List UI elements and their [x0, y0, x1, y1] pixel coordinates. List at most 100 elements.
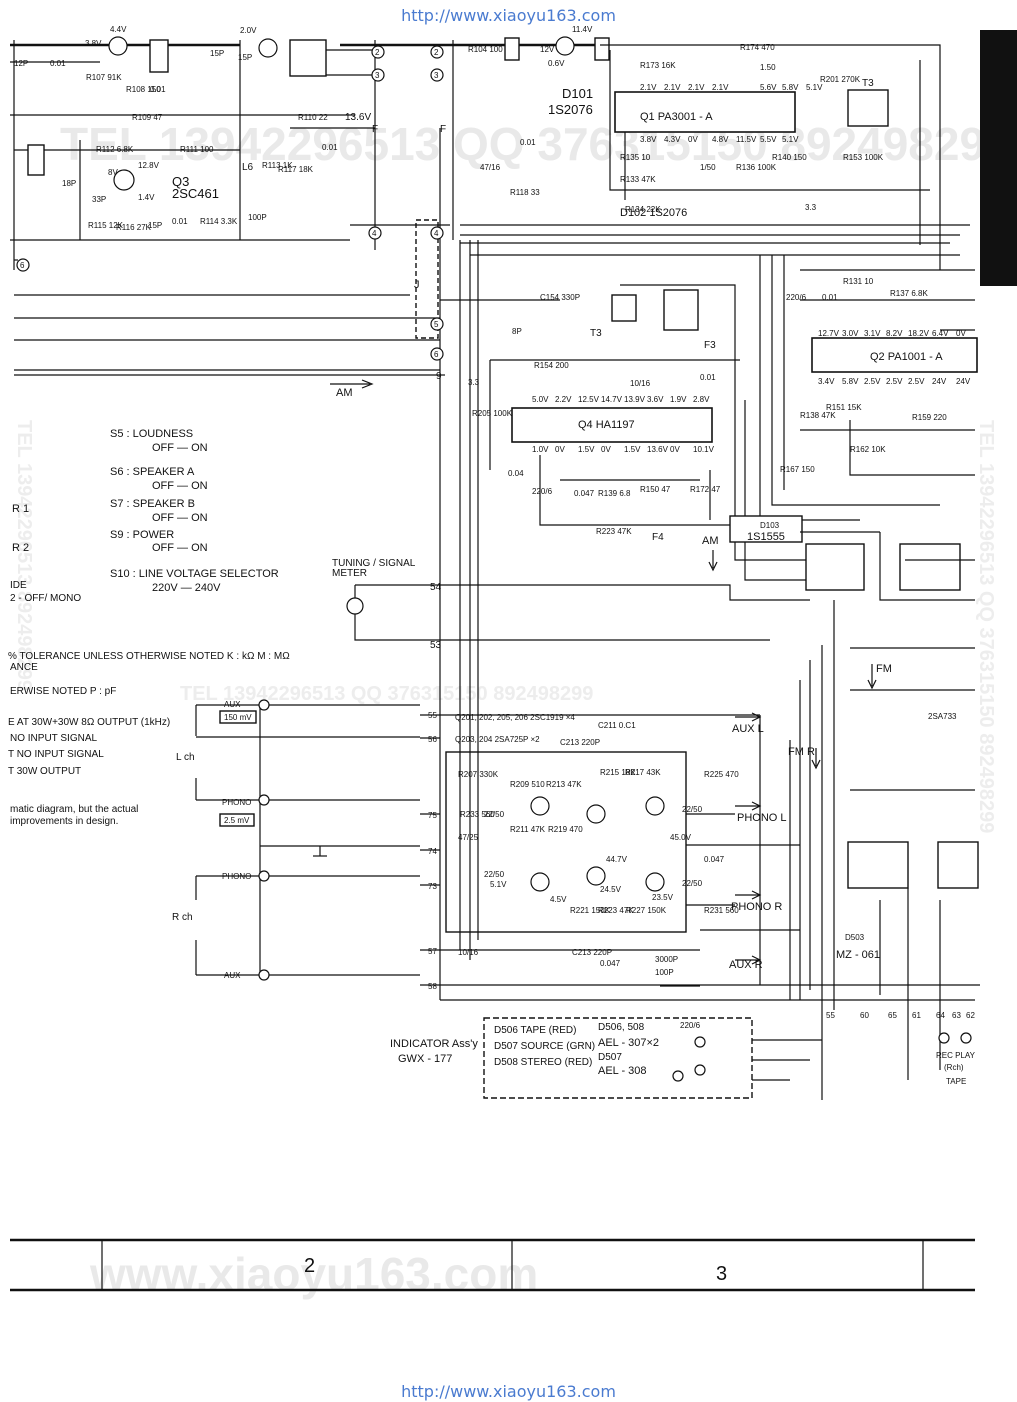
- res-value: R108 150: [126, 85, 161, 94]
- indicator-assembly: INDICATOR Ass'y GWX - 177 D506 TAPE (RED…: [390, 1017, 822, 1099]
- header-url: http://www.xiaoyu163.com: [401, 6, 616, 25]
- res-value: R162 10K: [850, 445, 886, 454]
- mz061-label: MZ - 061: [836, 949, 880, 961]
- cap-value: 0.047: [600, 959, 621, 968]
- res-value: R227 150K: [626, 906, 667, 915]
- jack-phono-bottom-label: PHONO: [222, 872, 251, 881]
- voltage-label: 1.5V: [624, 445, 641, 454]
- res-value: R159 220: [912, 413, 947, 422]
- j-label: J: [414, 279, 420, 291]
- voltage-label: 8.2V: [886, 329, 903, 338]
- ael307-label: AEL - 307×2: [598, 1037, 659, 1049]
- note-r2: R 2: [12, 542, 29, 554]
- q4-ic: Q4 HA1197 5.0V 2.2V 12.5V 14.7V 13.9V 3.…: [440, 284, 810, 581]
- cap-value: 0.04: [508, 469, 524, 478]
- voltage-label: 2.5V: [908, 377, 925, 386]
- cap-value: 220/6: [786, 293, 807, 302]
- res-value: R205 100K: [472, 409, 513, 418]
- voltage-label: 0.6V: [548, 59, 565, 68]
- c213-label: C213 220P: [560, 738, 600, 747]
- cap-value: 1.50: [760, 63, 776, 72]
- cap-value: 47/25: [458, 833, 479, 842]
- note-ide: IDE: [10, 580, 27, 591]
- terminal-9: 9: [436, 371, 442, 382]
- note-ance: ANCE: [10, 662, 38, 673]
- voltage-label: 12V: [540, 45, 555, 54]
- res-value: R201 270K: [820, 75, 861, 84]
- d103-label: D103: [760, 521, 780, 530]
- terminal-60: 60: [860, 1011, 869, 1020]
- voltage-label: 3.0V: [842, 329, 859, 338]
- voltage-label: 24V: [956, 377, 971, 386]
- res-value: R174 470: [740, 43, 775, 52]
- note-output: E AT 30W+30W 8Ω OUTPUT (1kHz): [8, 717, 170, 728]
- res-value: R113 1K: [262, 161, 293, 170]
- switch-s10-state: 220V — 240V: [152, 582, 221, 594]
- cap-value: 15P: [210, 49, 224, 58]
- fm-r-label: FM R: [788, 746, 815, 758]
- note-r1: R 1: [12, 503, 29, 515]
- q1-ic: Q1 PA3001 - A 2.1V 2.1V 2.1V 2.1V 5.6V 5…: [600, 43, 941, 270]
- res-value: R115 12K: [88, 221, 124, 230]
- res-value: R151 15K: [826, 403, 862, 412]
- jack-aux-bottom-label: AUX: [224, 971, 241, 980]
- voltage-label: 13.6V: [647, 445, 669, 454]
- d101-part: 1S2076: [548, 102, 593, 117]
- voltage-label: 5.8V: [842, 377, 859, 386]
- cap-value: 22/50: [682, 805, 703, 814]
- res-value: R219 470: [548, 825, 583, 834]
- terminal-54: 54: [430, 582, 442, 593]
- voltage-label: 5.5V: [760, 135, 777, 144]
- terminal-56: 56: [428, 735, 437, 744]
- t3-label: T3: [862, 78, 874, 89]
- cap-value: 22/50: [484, 810, 505, 819]
- switch-s7-label: S7 : SPEAKER B: [110, 498, 195, 510]
- voltage-label: 2.2V: [555, 395, 572, 404]
- switch-s9-state: OFF — ON: [152, 542, 208, 554]
- node-5: 5: [434, 320, 439, 329]
- q4-label: Q4 HA1197: [578, 419, 635, 431]
- res-value: R213 47K: [546, 780, 582, 789]
- cap-value: 0.01: [50, 59, 66, 68]
- terminal-63: 63: [952, 1011, 961, 1020]
- note-tolerance: % TOLERANCE UNLESS OTHERWISE NOTED K : k…: [8, 651, 290, 662]
- res-value: R133 47K: [620, 175, 656, 184]
- res-value: R134 22K: [625, 205, 661, 214]
- voltage-label: 23.5V: [652, 893, 674, 902]
- voltage-label: 5.1V: [806, 83, 823, 92]
- res-value: R167 150: [780, 465, 815, 474]
- res-value: R225 470: [704, 770, 739, 779]
- l6-label: L6: [242, 162, 254, 173]
- cap-value: C213 220P: [572, 948, 612, 957]
- rf-section: 2 2 3 3 4 4 5 6 6 F F 13.6V Q3 2SC461 D1…: [10, 36, 970, 1000]
- voltage-label: 10.1V: [693, 445, 715, 454]
- cap-value: 3.3: [468, 378, 480, 387]
- rf-component-values: 12P 0.01 R107 91K R108 150 0.01 R109 47 …: [14, 25, 593, 232]
- note-no-input-2: T NO INPUT SIGNAL: [8, 749, 104, 760]
- res-value: R114 3.3K: [200, 217, 238, 226]
- am-down-label: AM: [702, 535, 719, 547]
- res-value: R223 47K: [596, 527, 632, 536]
- res-value: R150 47: [640, 485, 671, 494]
- res-value: R215 18K: [600, 768, 636, 777]
- page-tab: [980, 30, 1017, 286]
- voltage-label: 1.5V: [578, 445, 595, 454]
- watermark-side-left: TEL 13942296513 892498299: [13, 420, 35, 691]
- terminal-58: 58: [428, 982, 437, 991]
- output-signals: AUX L PHONO L PHONO R AUX R FM R FM D503…: [729, 647, 979, 1086]
- voltage-label: 4.3V: [664, 135, 681, 144]
- cap-value: 100P: [655, 968, 674, 977]
- voltage-label: 5.1V: [490, 880, 507, 889]
- cap-value: 18P: [62, 179, 76, 188]
- d506-508-label: D506, 508: [598, 1022, 645, 1033]
- rec-play-label: REC PLAY: [936, 1051, 976, 1060]
- cap-value: 0.01: [150, 85, 166, 94]
- tape-label: TAPE: [946, 1077, 966, 1086]
- terminal-65: 65: [888, 1011, 897, 1020]
- voltage-label: 4.5V: [550, 895, 567, 904]
- res-value: R223 47K: [598, 906, 634, 915]
- voltage-label: 0V: [688, 135, 698, 144]
- q203-label: Q203, 204 2SA725P ×2: [455, 735, 540, 744]
- voltage-label: 2.1V: [688, 83, 705, 92]
- node-3b: 3: [434, 71, 439, 80]
